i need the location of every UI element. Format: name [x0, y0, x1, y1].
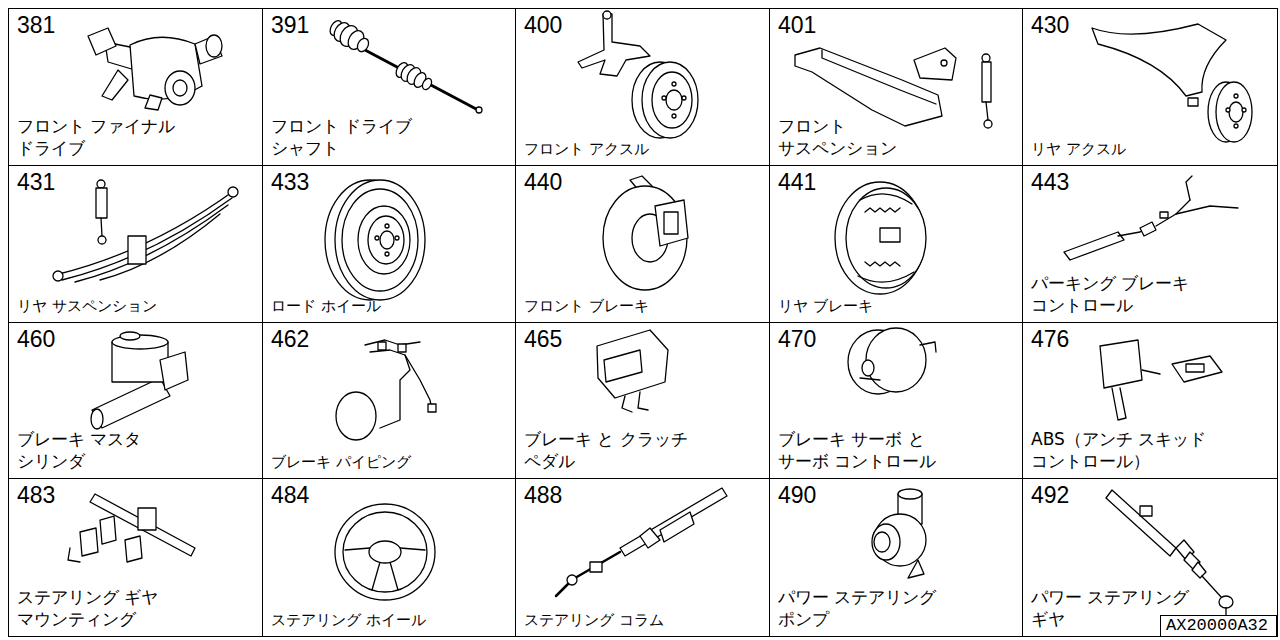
front-brake-drawing: [603, 176, 688, 290]
section-number: 460: [17, 327, 254, 351]
section-number: 443: [1031, 170, 1269, 194]
section-number: 430: [1031, 13, 1269, 37]
gear-mounting-drawing: [68, 494, 195, 562]
section-number: 440: [524, 170, 761, 194]
rear-axle-drawing: [1092, 24, 1252, 142]
section-number: 433: [271, 170, 507, 194]
pedal-drawing: [597, 330, 668, 412]
section-name: ブレーキ サーボ と サーボ コントロール: [778, 428, 963, 472]
section-number: 476: [1031, 327, 1269, 351]
brake-servo-drawing: [848, 328, 936, 394]
road-wheel-drawing: [325, 180, 425, 300]
catalog-cell: 488 ステアリング コラム: [515, 478, 770, 637]
catalog-cell: 443 パーキング ブレーキ コントロール: [1022, 165, 1278, 323]
section-number: 483: [17, 483, 254, 507]
catalog-cell: 483 ステアリング ギヤ マウンティング: [8, 478, 263, 637]
steering-wheel-drawing: [335, 504, 435, 600]
catalog-cell: 465 ブレーキ と クラッチ ペダル: [515, 322, 770, 479]
section-number: 488: [524, 483, 761, 507]
master-cylinder-drawing: [91, 332, 188, 429]
section-number: 465: [524, 327, 761, 351]
section-name: フロント ブレーキ: [524, 296, 761, 316]
section-number: 490: [778, 483, 1014, 507]
section-name: ロード ホイール: [271, 296, 507, 316]
catalog-cell: 431 リヤ サスペンション: [8, 165, 263, 323]
section-name: ステアリング コラム: [524, 610, 761, 630]
section-number: 462: [271, 327, 507, 351]
section-number: 400: [524, 13, 761, 37]
section-number: 401: [778, 13, 1014, 37]
catalog-cell: 400 フロント アクスル: [515, 8, 770, 166]
catalog-cell: 476ABS（アンチ スキッド コントロール）: [1022, 322, 1278, 479]
section-name: フロント ドライブ シャフト: [271, 115, 451, 159]
catalog-cell: 381 フロント ファイナル ドライブ: [8, 8, 263, 166]
final-drive-drawing: [88, 28, 222, 110]
rear-suspension-drawing: [53, 180, 238, 282]
section-number: 470: [778, 327, 1014, 351]
catalog-cell: 441 リヤ ブレーキ: [769, 165, 1023, 323]
section-name: パワー ステアリング ポンプ: [778, 586, 968, 630]
section-number: 492: [1031, 483, 1269, 507]
section-name: フロント サスペンション: [778, 115, 908, 159]
section-name: リヤ ブレーキ: [778, 296, 1014, 316]
section-name: フロント アクスル: [524, 139, 761, 159]
section-name: リヤ アクスル: [1031, 139, 1269, 159]
drive-shaft-drawing: [328, 19, 482, 113]
catalog-cell: 490 パワー ステアリング ポンプ: [769, 478, 1023, 637]
drawing-code: AX20000A32: [1166, 616, 1271, 635]
catalog-cell: 460 ブレーキ マスタ シリンダ: [8, 322, 263, 479]
catalog-cell: 433 ロード ホイール: [262, 165, 516, 323]
catalog-cell: 470 ブレーキ サーボ と サーボ コントロール: [769, 322, 1023, 479]
catalog-cell: 462 ブレーキ パイピング: [262, 322, 516, 479]
section-name: ステアリング ギヤ マウンティング: [17, 586, 202, 630]
catalog-cell: 492パワー ステアリング ギヤ: [1022, 478, 1278, 637]
front-axle-drawing: [578, 11, 698, 138]
steering-column-drawing: [556, 488, 727, 596]
catalog-cell: 430 リヤ アクスル: [1022, 8, 1278, 166]
catalog-cell: 484 ステアリング ホイール: [262, 478, 516, 637]
catalog-cell: 440 フロント ブレーキ: [515, 165, 770, 323]
code-box: AX20000A32: [1160, 615, 1277, 637]
brake-piping-drawing: [336, 340, 436, 440]
section-name: リヤ サスペンション: [17, 296, 254, 316]
section-number: 381: [17, 13, 254, 37]
section-name: ブレーキ パイピング: [271, 452, 507, 472]
section-name: ABS（アンチ スキッド コントロール）: [1031, 428, 1246, 472]
section-number: 391: [271, 13, 507, 37]
parking-brake-drawing: [1064, 176, 1238, 260]
catalog-cell: 391 フロント ドライブ シャフト: [262, 8, 516, 166]
section-name: ステアリング ホイール: [271, 610, 507, 630]
section-name: ブレーキ マスタ シリンダ: [17, 428, 187, 472]
pump-drawing: [872, 489, 926, 578]
abs-drawing: [1100, 340, 1222, 420]
catalog-cell: 401 フロント サスペンション: [769, 8, 1023, 166]
section-number: 441: [778, 170, 1014, 194]
section-name: パーキング ブレーキ コントロール: [1031, 272, 1236, 316]
section-name: フロント ファイナル ドライブ: [17, 115, 217, 159]
rear-brake-drawing: [835, 182, 926, 294]
section-name: ブレーキ と クラッチ ペダル: [524, 428, 714, 472]
section-number: 484: [271, 483, 507, 507]
section-number: 431: [17, 170, 254, 194]
